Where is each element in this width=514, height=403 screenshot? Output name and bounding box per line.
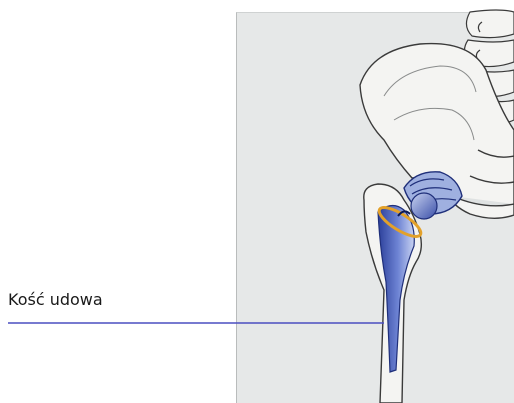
femur-illustration <box>364 184 425 403</box>
hip-implant-illustration <box>404 172 462 219</box>
femur-label: Kość udowa <box>8 290 103 309</box>
